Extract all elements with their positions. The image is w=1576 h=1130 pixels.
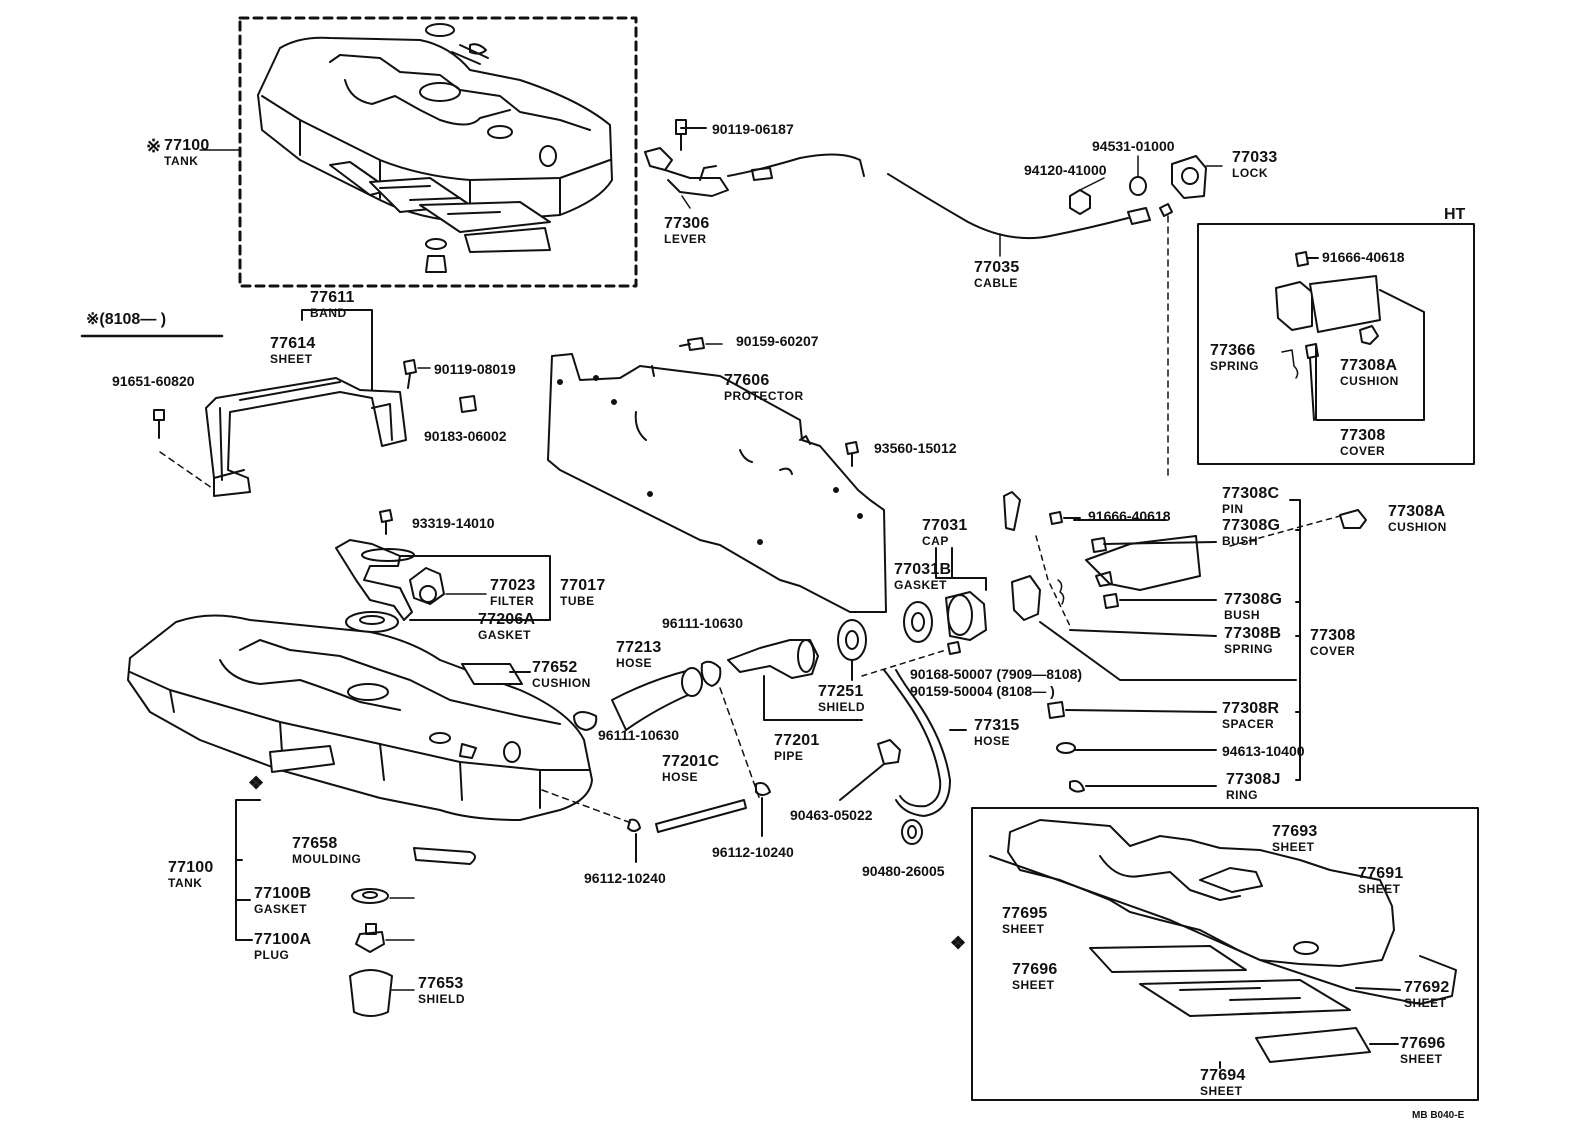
pn-93319-14010: 93319-14010	[412, 515, 495, 531]
pn-96111-10630-a: 96111-10630	[662, 615, 743, 631]
cushion-77652	[461, 663, 531, 685]
pn-90159-50004: 90159-50004 (8108— )	[910, 683, 1055, 699]
protector-panel	[547, 337, 887, 613]
asterisk-mark: ※	[146, 136, 162, 156]
bolt-90119-08019	[403, 359, 477, 413]
pn-94531-01000: 94531-01000	[1092, 138, 1175, 154]
pn-90119-06187: 90119-06187	[712, 121, 794, 137]
filler-cap-group	[837, 547, 987, 681]
pn-90463-05022: 90463-05022	[790, 807, 873, 823]
fuel-sender-group	[335, 509, 551, 633]
upper-tank-drawing	[257, 23, 613, 273]
pn-94120-41000: 94120-41000	[1024, 162, 1107, 178]
pn-96112-10240-a: 96112-10240	[584, 870, 666, 886]
heat-sheet-box	[971, 807, 1479, 1101]
lock-group	[1069, 155, 1223, 215]
tank-assembly-alt-box	[199, 16, 638, 288]
main-fuel-tank	[127, 614, 635, 941]
note-prefix: ※(8108— )	[86, 311, 167, 328]
pn-94613-10400: 94613-10400	[1222, 743, 1305, 759]
pn-90168-50007: 90168-50007 (7909—8108)	[910, 666, 1083, 682]
pn-96112-10240-b: 96112-10240	[712, 844, 794, 860]
opener-lever-group	[644, 119, 865, 209]
pn-90480-26005: 90480-26005	[862, 863, 945, 879]
filler-hose-pipe-group	[573, 639, 863, 863]
pn-91651-60820: 91651-60820	[112, 373, 195, 389]
breather-hose	[839, 669, 967, 845]
diamond-mark-right: ❖	[950, 933, 967, 953]
lower-left-parts	[349, 847, 476, 1017]
opener-cable	[887, 173, 1173, 257]
ht-label: HT	[1444, 206, 1466, 223]
pn-96111-10630-b: 96111-10630	[598, 727, 679, 743]
pn-90159-60207: 90159-60207	[736, 333, 819, 349]
pn-93560-15012: 93560-15012	[874, 440, 957, 456]
pn-90119-08019: 90119-08019	[434, 361, 516, 377]
band-group	[80, 309, 407, 497]
ht-box	[1197, 223, 1475, 465]
pn-91666-40618-ht: 91666-40618	[1322, 249, 1405, 265]
lock-cover-assembly	[1003, 215, 1367, 793]
diamond-mark-left: ❖	[248, 773, 265, 793]
pn-91666-40618: 91666-40618	[1088, 508, 1171, 524]
pn-90183-06002: 90183-06002	[424, 428, 507, 444]
corner-code: MB B040-E	[1412, 1110, 1465, 1121]
